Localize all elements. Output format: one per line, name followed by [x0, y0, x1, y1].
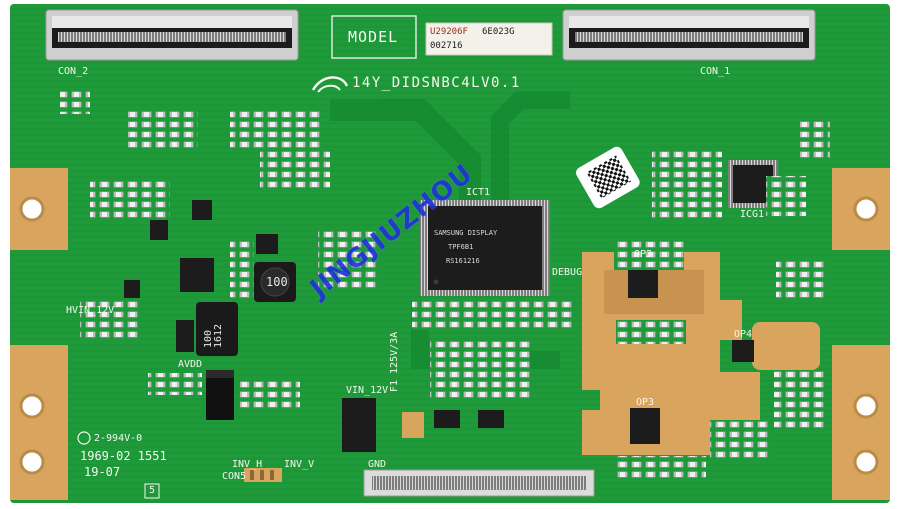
chip-marking-2: TPF6B1: [448, 243, 474, 251]
date-code-1: 1969-02 1551: [80, 449, 167, 463]
sticker-serial-2: 6E023G: [482, 27, 515, 37]
fuse-label: F1 125V/3A: [389, 331, 400, 392]
debug-label: DEBUG: [552, 267, 583, 278]
chip-marking-3: RS161216: [446, 257, 480, 265]
part-number-label: 14Y_DIDSNBC4LV0.1: [352, 75, 521, 91]
con5-label: CON5: [222, 471, 247, 482]
inv-v-label: INV_V: [284, 459, 315, 470]
avdd-label: AVDD: [178, 359, 203, 370]
smd-arrays: [60, 90, 830, 480]
connector-con5: [244, 468, 282, 482]
con2-label: CON_2: [58, 66, 89, 77]
chip-marking-1: SAMSUNG DISPLAY: [434, 229, 498, 237]
fuse-area: [342, 398, 424, 452]
hvin-label: HVIN_12V: [66, 305, 115, 316]
inductor-1612: [196, 302, 238, 356]
diodes: [176, 320, 504, 428]
power-ics: [124, 200, 278, 298]
inductor-100: [254, 262, 296, 302]
mounting-hole-icon: [10, 168, 890, 500]
qr-code-icon: [576, 146, 640, 209]
copper-pour-region: [582, 252, 820, 455]
connector-con1: [562, 9, 816, 61]
inductor-1612-label: 100 1612: [203, 323, 224, 348]
ul-mark-icon: [77, 431, 91, 445]
connector-con2: [45, 9, 299, 61]
gnd-label: GND: [368, 459, 387, 470]
connector-bottom: [363, 469, 595, 497]
ul-rating-label: 2-994V-0: [94, 433, 143, 444]
ict1-label: ICT1: [466, 187, 491, 198]
vin-label: VIN_12V: [346, 385, 389, 396]
inductor-100-label: 100: [266, 275, 288, 289]
op4-label: OP4: [734, 329, 753, 340]
date-code-2: 19-07: [84, 465, 121, 479]
model-label: MODEL: [348, 28, 399, 46]
inv-h-label: INV_H: [232, 459, 263, 470]
con1-label: CON_1: [700, 66, 731, 77]
sticker-serial-1: U29206F: [430, 27, 468, 37]
samsung-logo-icon: [311, 76, 349, 93]
op3-label: OP3: [636, 397, 655, 408]
board-number-label: 5: [149, 485, 156, 496]
op2-label: OP2: [634, 249, 653, 260]
tantalum-cap: [206, 370, 234, 420]
sticker-serial-3: 002716: [430, 41, 463, 51]
icg1-label: ICG1: [740, 209, 765, 220]
serial-sticker: [425, 22, 553, 56]
main-tcon-chip: [420, 200, 550, 296]
model-box: [331, 15, 417, 59]
